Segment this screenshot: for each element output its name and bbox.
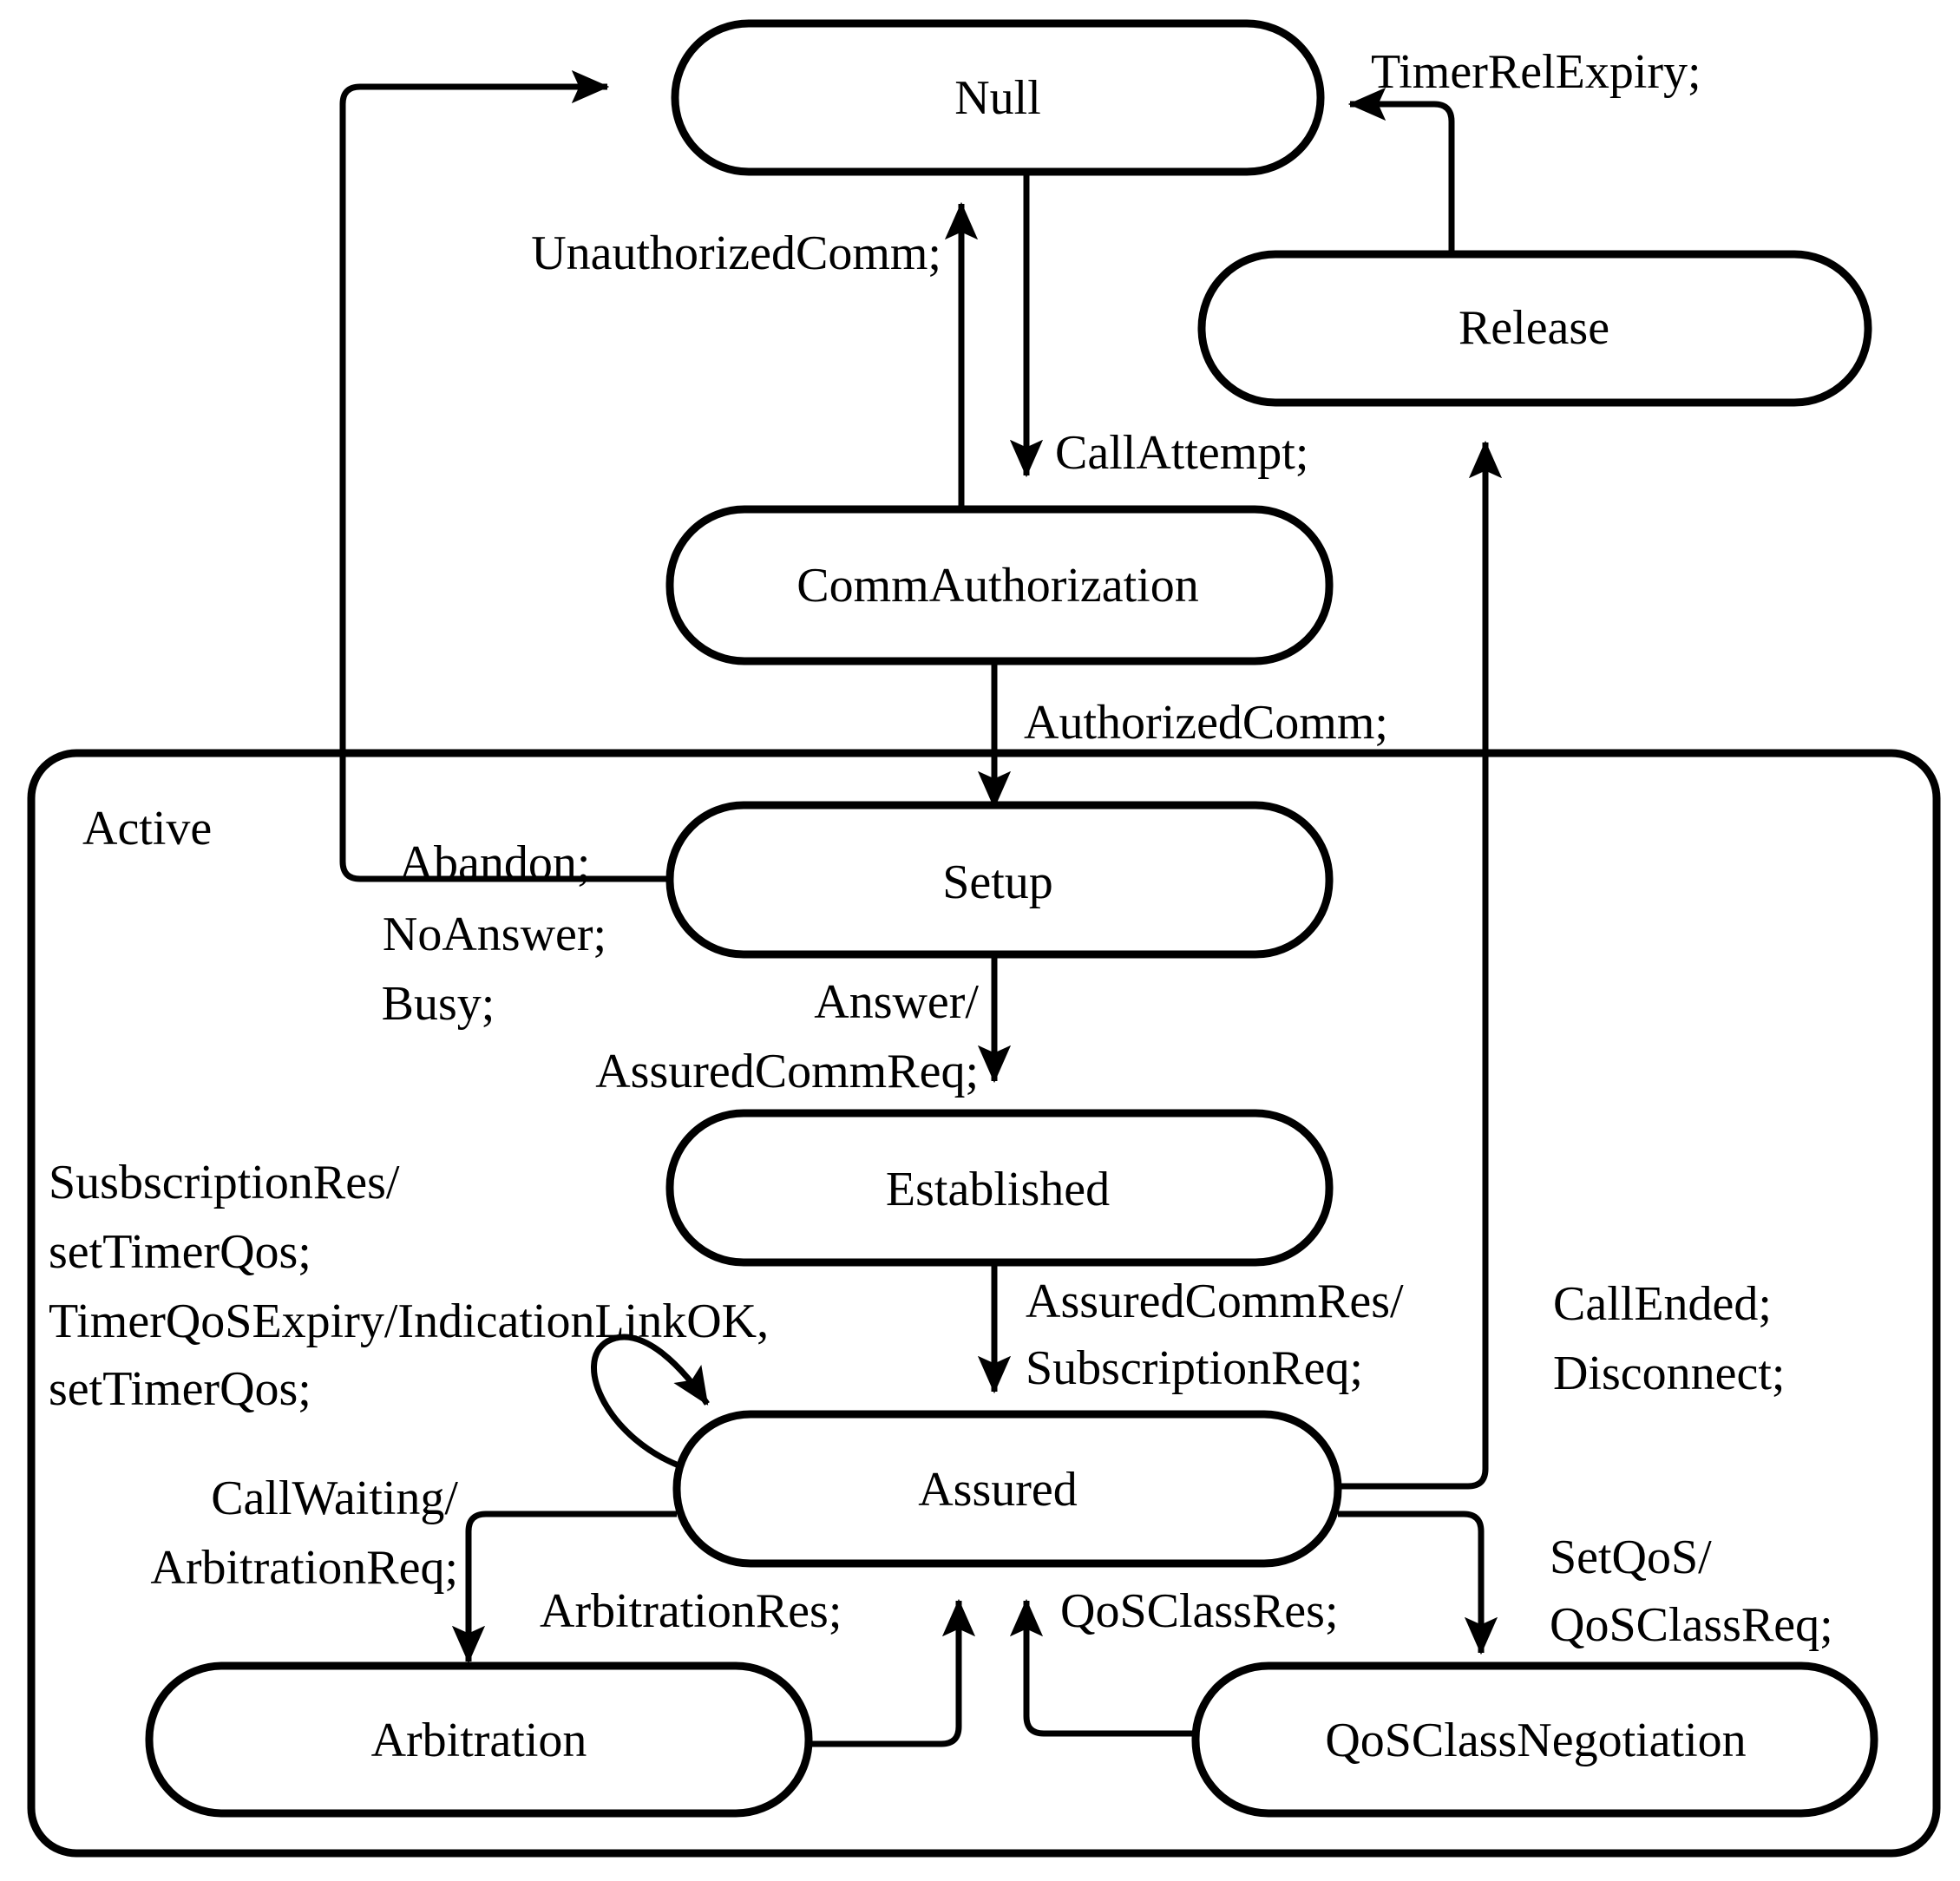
svg-text:AssuredCommReq;: AssuredCommReq; [595, 1045, 979, 1098]
svg-text:SusbscriptionRes/: SusbscriptionRes/ [49, 1156, 400, 1209]
state-node-release[interactable]: Release [1197, 250, 1872, 407]
edge-setqos-qosclassreq [1338, 1511, 1498, 1655]
edge-callended-disconnect [1338, 440, 1503, 1490]
state-setup-label: Setup [942, 855, 1053, 909]
svg-text:NoAnswer;: NoAnswer; [383, 908, 606, 961]
svg-text:TimerQoSExpiry/IndicationLinkO: TimerQoSExpiry/IndicationLinkOK, [49, 1294, 769, 1348]
state-node-qosclassnegotiation[interactable]: QoSClassNegotiation [1191, 1661, 1878, 1818]
edge-timerrelexpiry [1347, 87, 1455, 265]
edge-label-callended-disconnect: CallEnded; Disconnect; [1553, 1277, 1785, 1400]
edge-label-assuredcommres-subscriptionreq: AssuredCommRes/ SubscriptionReq; [1026, 1275, 1404, 1395]
edge-label-authorizedcomm: AuthorizedComm; [1024, 696, 1388, 750]
svg-text:QoSClassReq;: QoSClassReq; [1550, 1598, 1833, 1652]
svg-text:CallEnded;: CallEnded; [1553, 1277, 1772, 1331]
state-qosclassnegotiation-shape[interactable] [1191, 1661, 1878, 1818]
active-region-label: Active [82, 802, 212, 855]
edge-callwaiting-arbitrationreq [451, 1511, 677, 1664]
edge-label-arbitrationres: ArbitrationRes; [540, 1584, 842, 1638]
state-node-established[interactable]: Established [665, 1109, 1334, 1267]
svg-text:Disconnect;: Disconnect; [1553, 1347, 1785, 1400]
edge-label-callattempt: CallAttempt; [1055, 426, 1308, 480]
state-node-null[interactable]: Null [671, 19, 1325, 176]
svg-text:ArbitrationReq;: ArbitrationReq; [150, 1541, 458, 1595]
state-established-label: Established [886, 1163, 1110, 1216]
svg-text:setTimerQos;: setTimerQos; [49, 1362, 311, 1416]
edge-assured-selfloop [591, 1334, 710, 1471]
edge-qosclassres [1009, 1598, 1203, 1737]
state-setup-shape[interactable] [665, 801, 1334, 959]
edge-label-callwaiting-arbitrationreq: CallWaiting/ ArbitrationReq; [150, 1471, 458, 1595]
state-arbitration-label: Arbitration [371, 1714, 587, 1767]
svg-text:Answer/: Answer/ [814, 975, 979, 1029]
svg-text:SetQoS/: SetQoS/ [1550, 1530, 1712, 1584]
svg-text:Busy;: Busy; [382, 977, 495, 1031]
state-arbitration-shape[interactable] [145, 1661, 813, 1818]
svg-text:SubscriptionReq;: SubscriptionReq; [1026, 1341, 1363, 1395]
state-assured-label: Assured [918, 1463, 1078, 1517]
state-release-label: Release [1459, 301, 1609, 355]
svg-text:Abandon;: Abandon; [399, 836, 591, 890]
state-qosclassnegotiation-label: QoSClassNegotiation [1325, 1714, 1746, 1767]
svg-text:CallWaiting/: CallWaiting/ [211, 1471, 458, 1525]
state-null-label: Null [954, 71, 1041, 125]
edge-label-answer-assuredcommreq: Answer/ AssuredCommReq; [595, 975, 979, 1098]
edge-label-qosclassres: QoSClassRes; [1060, 1584, 1339, 1638]
svg-text:setTimerQos;: setTimerQos; [49, 1225, 311, 1279]
active-region-box [27, 749, 1941, 1858]
edge-label-abandon-noanswer-busy: Abandon; NoAnswer; Busy; [382, 836, 606, 1031]
state-node-arbitration[interactable]: Arbitration [145, 1661, 813, 1818]
state-assured-shape[interactable] [672, 1410, 1342, 1568]
state-node-commauthorization[interactable]: CommAuthorization [665, 505, 1334, 665]
edge-label-setqos-qosclassreq: SetQoS/ QoSClassReq; [1550, 1530, 1833, 1652]
edge-label-unauthorizedcomm: UnauthorizedComm; [531, 226, 941, 280]
state-node-setup[interactable]: Setup [665, 801, 1334, 959]
state-release-shape[interactable] [1197, 250, 1872, 407]
svg-text:AssuredCommRes/: AssuredCommRes/ [1026, 1275, 1404, 1328]
edge-arbitrationres [518, 1598, 976, 1747]
state-commauthorization-label: CommAuthorization [796, 559, 1199, 613]
edge-label-timerrelexpiry: TimerRelExpiry; [1371, 45, 1701, 99]
state-commauthorization-shape[interactable] [665, 505, 1334, 665]
edge-label-assured-selfloop: SusbscriptionRes/ setTimerQos; TimerQoSE… [49, 1156, 769, 1416]
state-null-shape[interactable] [671, 19, 1325, 176]
edge-abandon-noanswer-busy [339, 69, 670, 882]
state-node-assured[interactable]: Assured [672, 1410, 1342, 1568]
state-established-shape[interactable] [665, 1109, 1334, 1267]
